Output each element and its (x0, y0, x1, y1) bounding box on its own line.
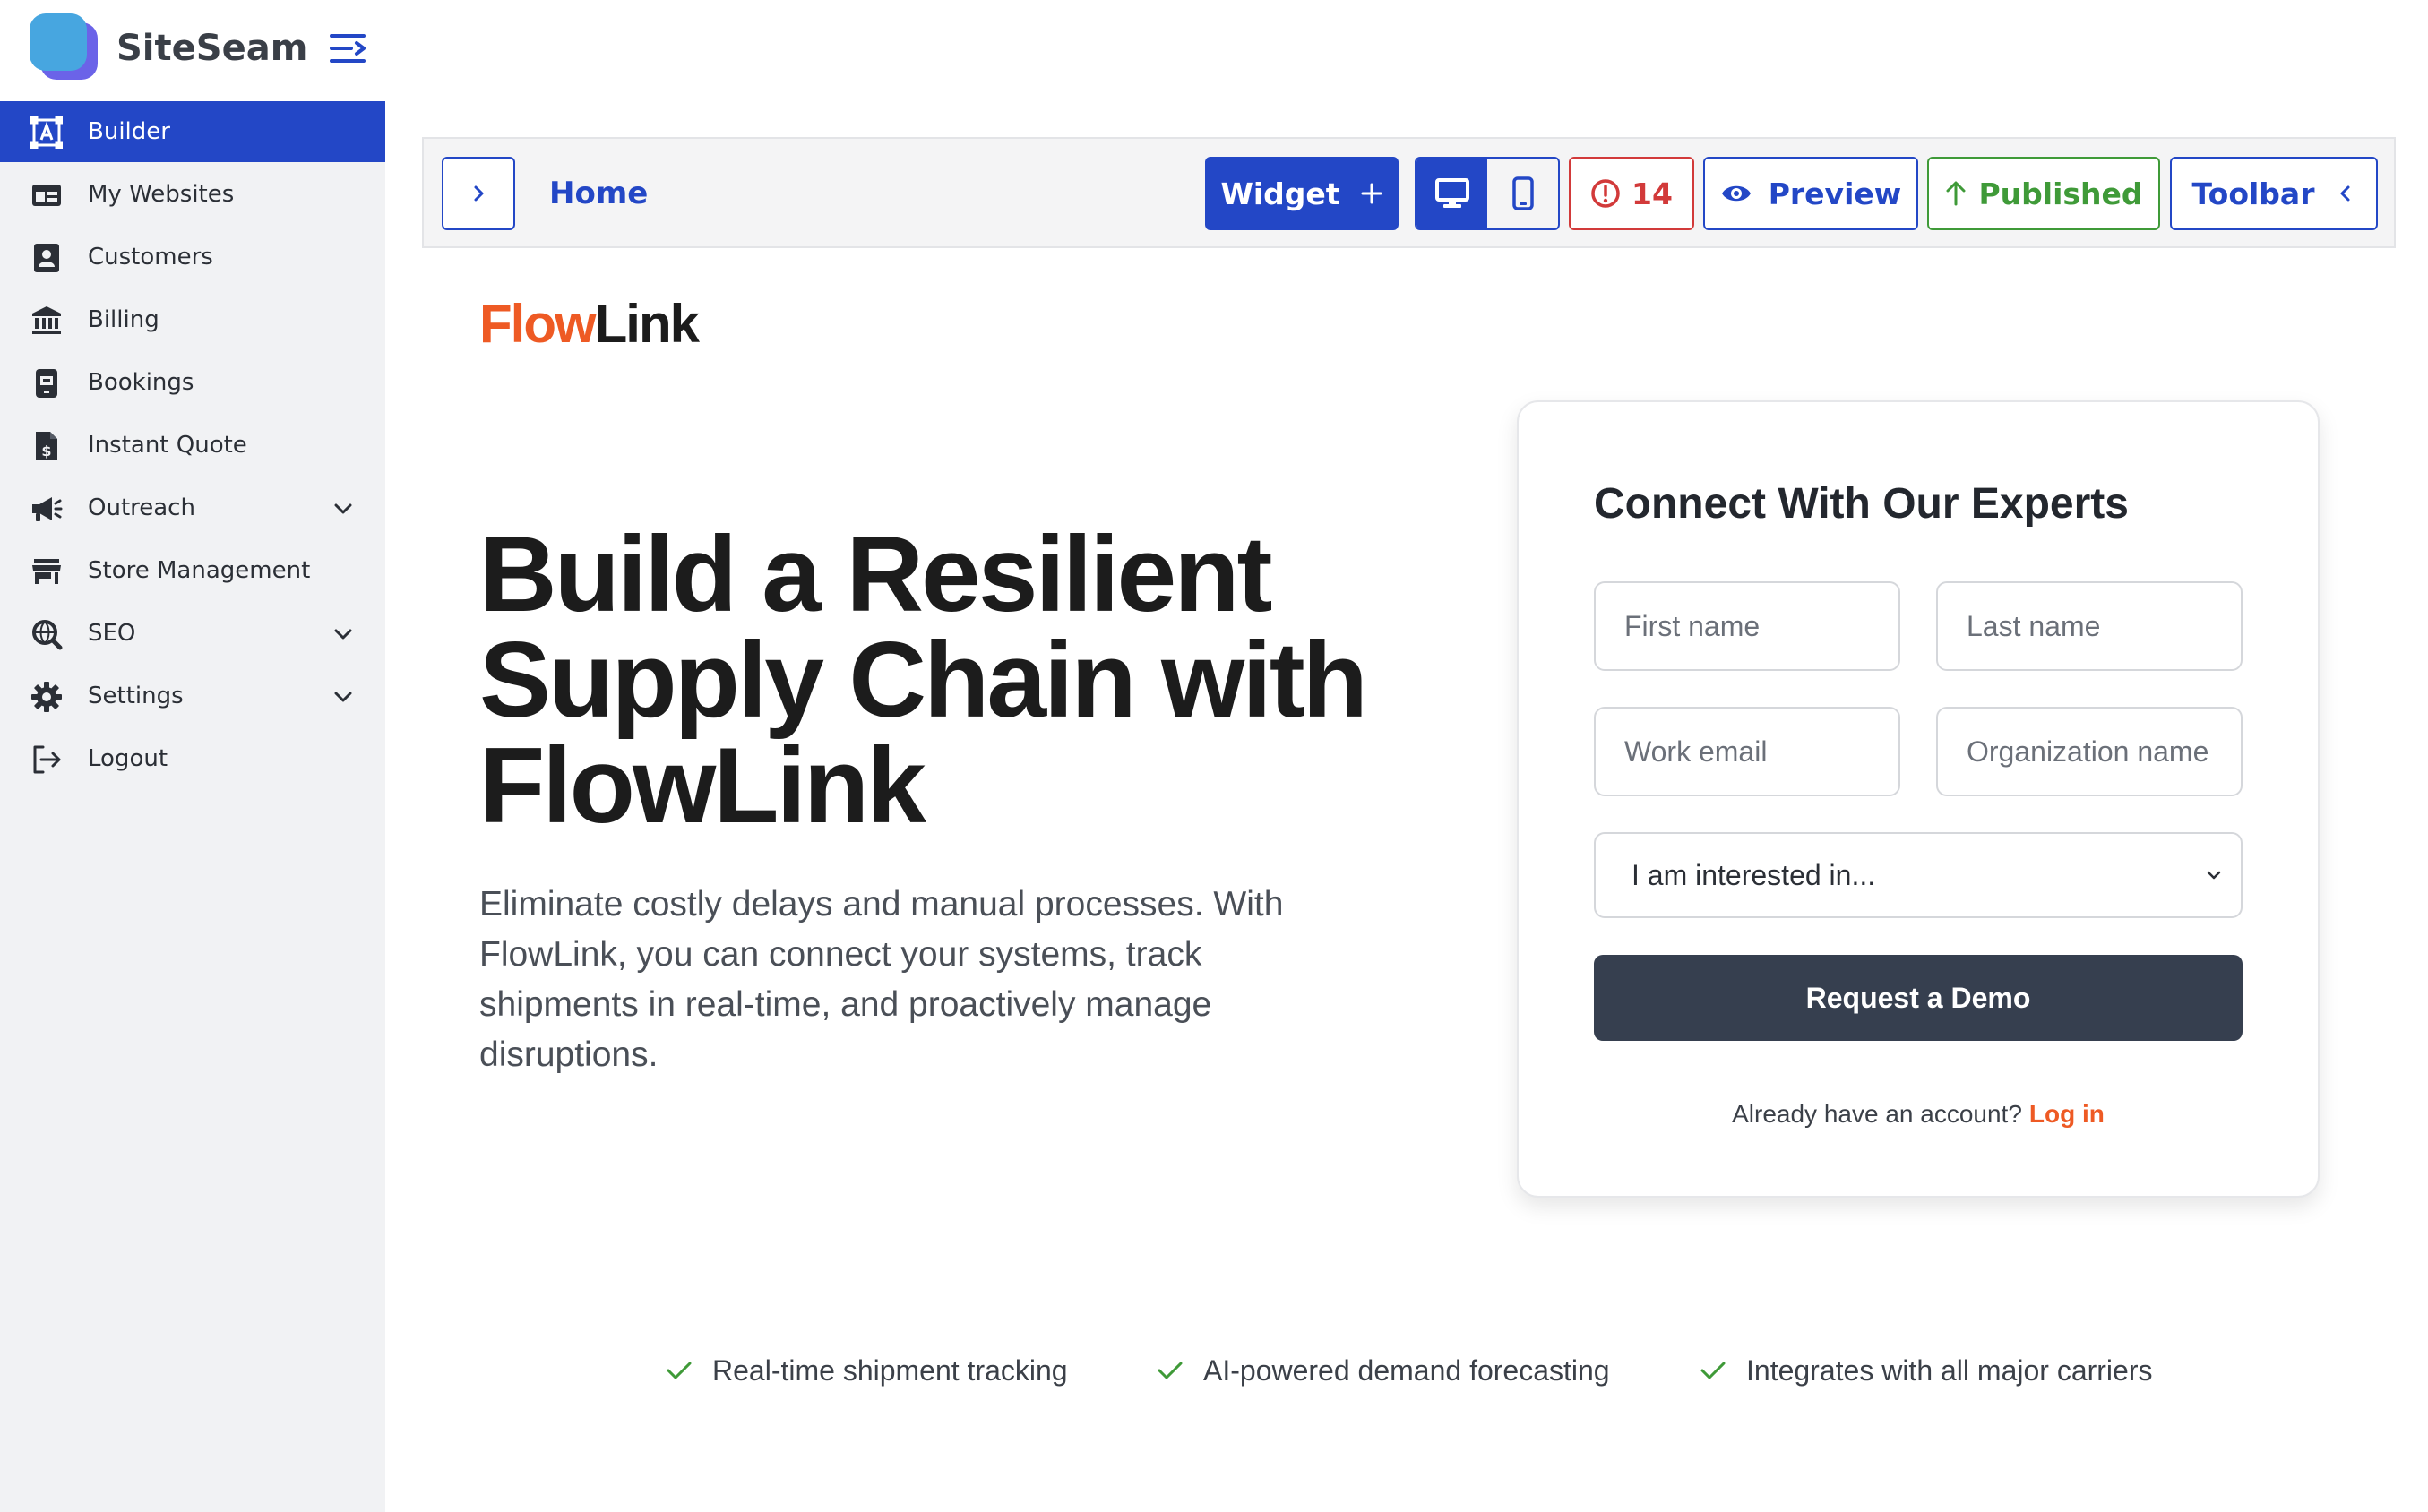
sidebar-item-label: Builder (88, 118, 170, 145)
add-widget-button[interactable]: Widget (1205, 157, 1399, 230)
booking-icon (30, 367, 63, 399)
sidebar-item-label: Settings (88, 683, 184, 709)
interest-select-value: I am interested in... (1632, 859, 1876, 891)
sidebar-item-bookings[interactable]: Bookings (0, 352, 385, 413)
feature-item: Real-time shipment tracking (666, 1344, 1068, 1397)
chevron-right-icon (474, 185, 484, 202)
builder-toolbar: Home Widget 14 (422, 137, 2396, 248)
chevron-down-icon[interactable] (331, 685, 355, 709)
feature-item: AI-powered demand forecasting (1157, 1344, 1610, 1397)
sidebar-item-label: Outreach (88, 494, 195, 521)
sidebar-item-settings[interactable]: Settings (0, 666, 385, 726)
request-demo-button[interactable]: Request a Demo (1594, 955, 2243, 1041)
preview-button-label: Preview (1768, 176, 1902, 211)
login-prompt: Already have an account?Log in (1732, 1100, 2105, 1128)
device-toggle-group (1415, 157, 1560, 230)
widget-button-label: Widget (1220, 176, 1340, 211)
hero-title: Build a Resilient Supply Chain with Flow… (479, 514, 1368, 846)
sidebar-item-label: Logout (88, 745, 168, 772)
check-icon (667, 1362, 692, 1379)
chevron-down-icon (2203, 864, 2225, 886)
feature-item: Integrates with all major carriers (1700, 1344, 2152, 1397)
top-bar: SiteSeam (0, 0, 2428, 101)
menu-toggle-icon[interactable] (328, 29, 367, 68)
chevron-down-icon[interactable] (331, 623, 355, 646)
sidebar-item-instant-quote[interactable]: $ Instant Quote (0, 415, 385, 476)
mobile-view-button[interactable] (1487, 159, 1558, 228)
sidebar-item-outreach[interactable]: Outreach (0, 477, 385, 538)
login-link[interactable]: Log in (2028, 1100, 2105, 1128)
breadcrumb-home[interactable]: Home (549, 176, 649, 211)
published-button[interactable]: Published (1927, 157, 2160, 230)
sidebar-item-store-management[interactable]: Store Management (0, 540, 385, 601)
sidebar-item-seo[interactable]: SEO (0, 603, 385, 664)
plus-icon (1361, 183, 1382, 204)
store-icon (30, 555, 63, 588)
work-email-input[interactable] (1594, 707, 1900, 796)
check-icon (1158, 1362, 1183, 1379)
brand-name: SiteSeam (116, 28, 308, 69)
megaphone-icon (30, 493, 63, 525)
form-title: Connect With Our Experts (1594, 480, 2129, 528)
alert-circle-icon (1591, 179, 1620, 208)
siteseam-logo (30, 13, 99, 83)
seo-search-icon (30, 618, 63, 650)
builder-icon (30, 116, 64, 150)
sidebar-item-label: SEO (88, 620, 136, 647)
published-button-label: Published (1978, 176, 2143, 211)
sidebar-item-my-websites[interactable]: My Websites (0, 164, 385, 225)
flowlink-logo[interactable]: FlowLink (479, 294, 700, 354)
last-name-input[interactable] (1936, 581, 2243, 671)
organization-name-input[interactable] (1936, 707, 2243, 796)
preview-button[interactable]: Preview (1703, 157, 1918, 230)
contacts-icon (30, 242, 63, 274)
desktop-view-button[interactable] (1416, 159, 1487, 228)
arrow-up-icon (1946, 181, 1966, 206)
toolbar-toggle-button[interactable]: Toolbar (2170, 157, 2378, 230)
toolbar-button-label: Toolbar (2191, 176, 2315, 211)
page-canvas: FlowLink Build a Resilient Supply Chain … (422, 248, 2396, 1512)
logout-icon (30, 743, 63, 776)
interest-select[interactable]: I am interested in... (1594, 832, 2243, 918)
eye-icon (1721, 185, 1751, 202)
sidebar-item-billing[interactable]: Billing (0, 289, 385, 350)
chevron-down-icon[interactable] (331, 497, 355, 520)
expand-panel-button[interactable] (442, 157, 515, 230)
sidebar-item-builder[interactable]: Builder (0, 101, 385, 162)
first-name-input[interactable] (1594, 581, 1900, 671)
demo-request-form: Connect With Our Experts I am interested… (1517, 400, 2320, 1198)
sidebar-item-logout[interactable]: Logout (0, 728, 385, 789)
gear-icon (30, 681, 63, 713)
check-icon (1700, 1362, 1726, 1379)
bank-icon (30, 305, 63, 337)
hero-subtitle: Eliminate costly delays and manual proce… (479, 885, 1284, 1074)
svg-text:$: $ (41, 442, 51, 460)
sidebar-item-customers[interactable]: Customers (0, 227, 385, 288)
sidebar-item-label: Instant Quote (88, 432, 247, 459)
issues-count: 14 (1632, 176, 1673, 211)
sidebar-item-label: Bookings (88, 369, 194, 396)
issues-button[interactable]: 14 (1569, 157, 1694, 230)
desktop-icon (1434, 178, 1469, 208)
mobile-phone-icon (1511, 176, 1534, 210)
sidebar-item-label: Customers (88, 244, 213, 271)
chevron-left-icon (2340, 185, 2350, 202)
websites-icon (30, 179, 63, 211)
quote-document-icon: $ (30, 430, 63, 462)
sidebar: Builder My Websites Customers (0, 101, 385, 1512)
sidebar-item-label: Store Management (88, 557, 311, 584)
feature-list: Real-time shipment tracking AI-powered d… (422, 1344, 2396, 1397)
sidebar-item-label: Billing (88, 306, 159, 333)
sidebar-item-label: My Websites (88, 181, 235, 208)
